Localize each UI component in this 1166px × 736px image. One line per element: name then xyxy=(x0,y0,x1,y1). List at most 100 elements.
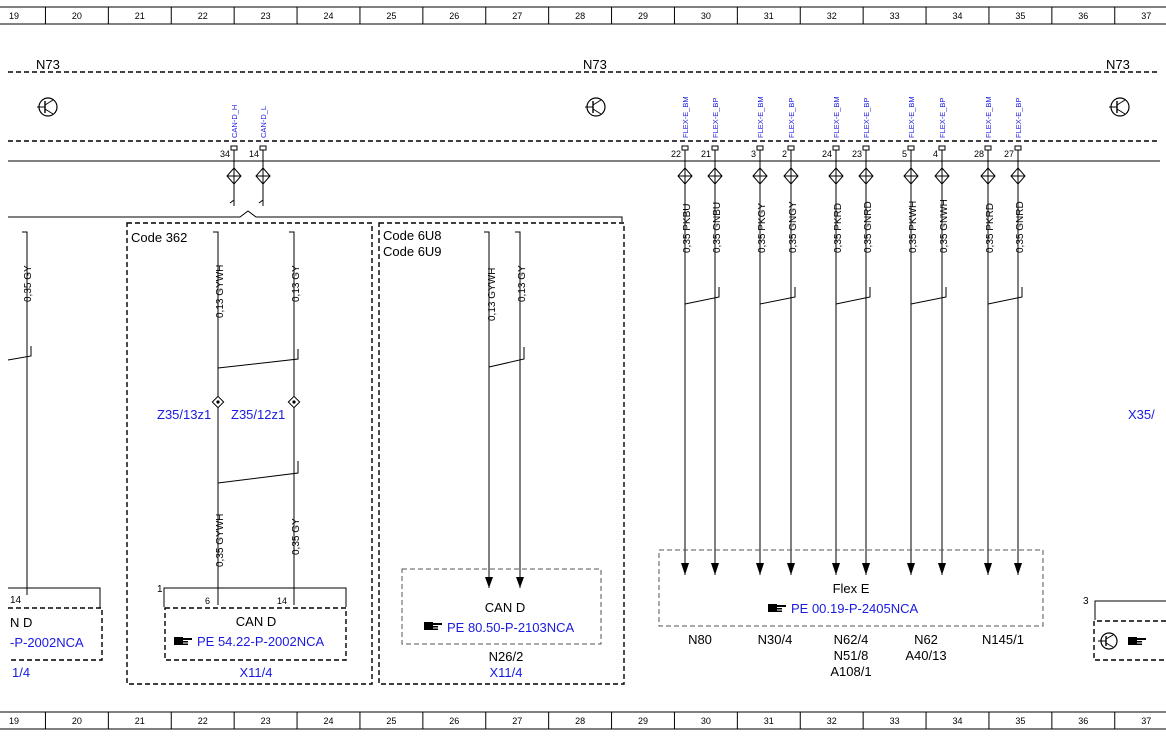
reference-link[interactable]: PE 54.22-P-2002NCA xyxy=(197,634,325,649)
ruler-number: 32 xyxy=(827,11,837,21)
signal-label: FLEX-E_BP xyxy=(862,98,871,138)
flex-wire: 0,35 PKWH xyxy=(907,184,919,575)
splice-label[interactable]: Z35/13z1 xyxy=(157,407,211,422)
component-label: CAN D xyxy=(485,600,525,615)
ruler-number: 28 xyxy=(575,11,585,21)
ruler-number: 33 xyxy=(890,716,900,726)
hand-pointer-icon xyxy=(768,604,786,612)
connector-number: 1 xyxy=(157,584,163,595)
ruler-number: 35 xyxy=(1015,716,1025,726)
component-label: N26/2 xyxy=(489,649,524,664)
pin-label: 14 xyxy=(277,596,287,606)
connector-pin: CAN-D_H34 xyxy=(220,105,242,206)
ruler-number: 32 xyxy=(827,716,837,726)
left-partial: 0,35 GY 14 N D -P-2002NCA 1/4 xyxy=(7,231,103,680)
code-label: Code 362 xyxy=(131,230,187,245)
reference-link[interactable]: -P-2002NCA xyxy=(10,635,84,650)
wire-label: 0,35 GNBU xyxy=(712,202,723,253)
code-label: Code 6U9 xyxy=(383,244,442,259)
pin-label: 27 xyxy=(1004,149,1014,159)
can-bus-bracket xyxy=(8,210,623,222)
right-partial: X35/ 3 xyxy=(1083,407,1166,661)
component-label: N51/8 xyxy=(834,648,869,663)
wire-label: 0,35 PKRD xyxy=(985,203,996,253)
transistor-icon xyxy=(585,97,606,117)
ruler-number: 29 xyxy=(638,716,648,726)
connector-pin: FLEX-E_BM5 xyxy=(902,96,919,185)
wire-label: 0,13 GY xyxy=(291,265,302,302)
arrow-icon xyxy=(681,563,689,575)
connector-label: X11/4 xyxy=(489,665,522,680)
ruler-number: 20 xyxy=(72,11,82,21)
wire-label: 0,13 GYWH xyxy=(215,265,226,318)
ruler-number: 23 xyxy=(261,716,271,726)
pin-label: 4 xyxy=(933,149,938,159)
component-label: A108/1 xyxy=(830,664,871,679)
twisted-pair-mark xyxy=(835,287,871,305)
flex-wire: 0,35 PKRD xyxy=(984,184,996,575)
component-label: CAN D xyxy=(236,614,276,629)
ruler-number: 19 xyxy=(9,716,19,726)
pin-label: 6 xyxy=(205,596,210,606)
ruler-number: 37 xyxy=(1141,11,1151,21)
flex-wire: 0,35 GNRD xyxy=(862,184,874,575)
pin-label: 5 xyxy=(902,149,907,159)
twisted-pair-mark xyxy=(987,287,1023,305)
twisted-pair-mark xyxy=(684,287,720,305)
component-label: A40/13 xyxy=(905,648,946,663)
signal-label: FLEX-E_BP xyxy=(938,98,947,138)
connector-pin: FLEX-E_BP 23 xyxy=(852,98,874,185)
reference-link[interactable]: PE 80.50-P-2103NCA xyxy=(447,620,575,635)
component-label: N30/4 xyxy=(758,632,793,647)
ruler-number: 34 xyxy=(952,716,962,726)
flex-e-box: Flex E PE 00.19-P-2405NCA N80 N30/4 N62/… xyxy=(658,549,1044,679)
connector-pin: FLEX-E_BP2 xyxy=(782,98,799,185)
ruler-number: 27 xyxy=(512,716,522,726)
hand-pointer-icon xyxy=(1128,637,1146,645)
reference-link[interactable]: PE 00.19-P-2405NCA xyxy=(791,601,919,616)
ruler-number: 34 xyxy=(952,11,962,21)
flex-wire: 0,35 GNBU xyxy=(711,184,723,575)
pin-label: 2 xyxy=(782,149,787,159)
arrow-icon xyxy=(756,563,764,575)
ruler-number: 25 xyxy=(386,716,396,726)
connector-pin: FLEX-E_BM3 xyxy=(751,96,768,185)
code-label: Code 6U8 xyxy=(383,228,442,243)
ruler-number: 24 xyxy=(323,716,333,726)
splice-label[interactable]: X35/ xyxy=(1128,407,1155,422)
pin-label: 14 xyxy=(10,595,22,606)
code-362-box: Code 362 0,13 GYWH 0,13 GY Z35/13z1 Z35/… xyxy=(126,222,373,685)
connector-number: 3 xyxy=(1083,596,1089,607)
wire-label: 0,35 PKRD xyxy=(833,203,844,253)
twisted-pair-mark xyxy=(759,287,796,305)
module-label-right: N73 xyxy=(1106,57,1130,72)
ruler-number: 28 xyxy=(575,716,585,726)
transistor-icon xyxy=(37,97,58,117)
ruler-number: 22 xyxy=(198,11,208,21)
module-label-left: N73 xyxy=(36,57,60,72)
arrow-icon xyxy=(787,563,795,575)
ruler-number: 29 xyxy=(638,11,648,21)
ruler-number: 24 xyxy=(323,11,333,21)
connector-pin: FLEX-E_BP 4 xyxy=(933,98,950,185)
pin-label: 3 xyxy=(751,149,756,159)
ruler-number: 36 xyxy=(1078,11,1088,21)
signal-label: FLEX-E_BP xyxy=(711,98,720,138)
ruler-number: 26 xyxy=(449,11,459,21)
transistor-icon xyxy=(1109,97,1130,117)
pin-label: 23 xyxy=(852,149,862,159)
wire-label: 0,35 GNRD xyxy=(1015,201,1026,253)
ruler-number: 22 xyxy=(198,716,208,726)
wire-label: 0,35 PKBU xyxy=(682,204,693,253)
flex-wire: 0,35 GNWH xyxy=(938,184,950,575)
ruler-number: 26 xyxy=(449,716,459,726)
splice-label[interactable]: Z35/12z1 xyxy=(231,407,285,422)
code-6u8-box: Code 6U8 Code 6U9 0,13 GYWH 0,13 GY CAN … xyxy=(378,222,625,685)
ruler-number: 35 xyxy=(1015,11,1025,21)
ruler-number: 36 xyxy=(1078,716,1088,726)
